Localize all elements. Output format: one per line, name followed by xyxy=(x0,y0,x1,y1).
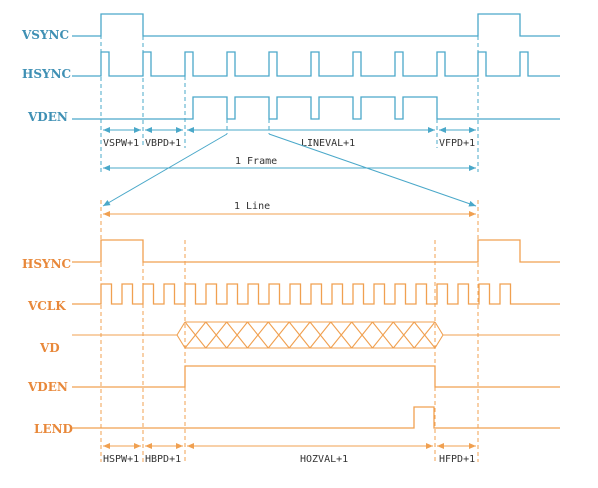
vden-frame-waveform xyxy=(72,96,560,120)
vd-waveform xyxy=(72,321,560,349)
interval-hozval: HOZVAL+1 xyxy=(300,454,348,465)
vden-line-label: VDEN xyxy=(27,380,68,394)
hsync-line-label: HSYNC xyxy=(22,257,71,271)
zoom-line-right xyxy=(268,133,477,207)
zoom-line-left xyxy=(102,133,228,207)
frame-span-label: 1 Frame xyxy=(235,156,277,167)
interval-hbpd: HBPD+1 xyxy=(145,454,181,465)
vsync-waveform xyxy=(72,13,560,37)
vclk-waveform xyxy=(72,283,560,305)
line-guide-lines xyxy=(100,200,479,462)
interval-hfpd: HFPD+1 xyxy=(439,454,475,465)
interval-lineval: LINEVAL+1 xyxy=(301,138,355,149)
hsync-line-waveform xyxy=(72,239,560,263)
vclk-label: VCLK xyxy=(27,299,66,313)
lend-waveform xyxy=(72,406,560,429)
frame-guide-lines xyxy=(100,14,479,172)
interval-vspw: VSPW+1 xyxy=(103,138,139,149)
interval-vbpd: VBPD+1 xyxy=(145,138,181,149)
hsync-frame-waveform xyxy=(72,51,560,77)
line-span-label: 1 Line xyxy=(234,201,270,212)
hsync-label: HSYNC xyxy=(22,67,71,81)
lend-label: LEND xyxy=(34,422,73,436)
interval-vfpd: VFPD+1 xyxy=(439,138,475,149)
vden-label: VDEN xyxy=(27,110,68,124)
interval-hspw: HSPW+1 xyxy=(103,454,139,465)
vsync-label: VSYNC xyxy=(21,28,69,42)
vden-line-waveform xyxy=(72,365,560,388)
vd-label: VD xyxy=(39,341,60,355)
